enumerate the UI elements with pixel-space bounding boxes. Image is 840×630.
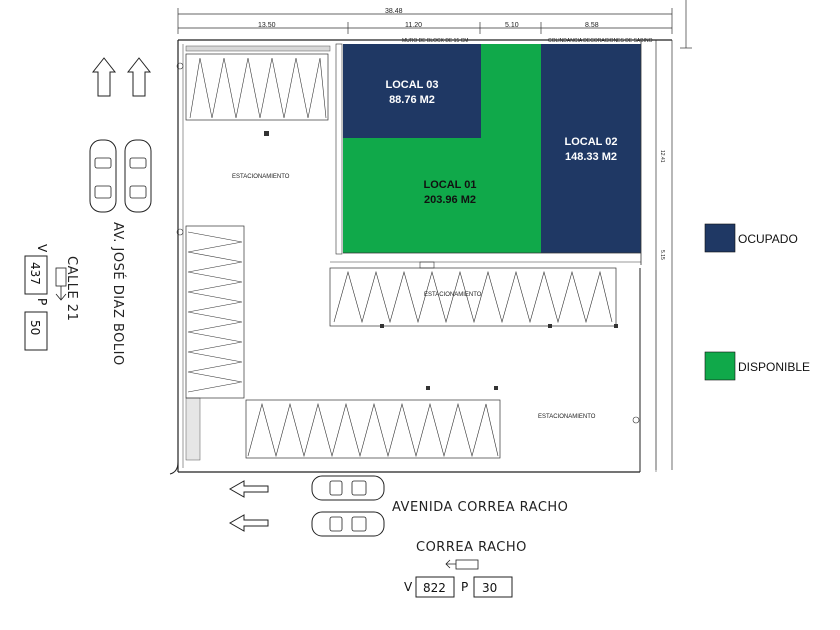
side-p-label: P [35,298,49,305]
side-street: AV. JOSÉ DIAZ BOLIO CALLE 21 V 437 P 50 [24,57,152,366]
local-02-name: LOCAL 02 [565,136,618,148]
local-01-area-label: 203.96 M2 [424,194,476,206]
side-street-name: CALLE 21 [64,256,79,321]
legend: OCUPADO DISPONIBLE [704,223,810,381]
side-v-label: V [35,244,49,253]
local-03-area-label: 88.76 M2 [389,94,435,106]
legend-label-ocupado: OCUPADO [738,232,798,246]
parking-bottom: ESTACIONAMIENTO [245,399,596,459]
dimension-seg2: 11.20 [405,22,422,29]
street-sign-icon [445,559,479,570]
dimension-seg1: 13.50 [258,22,276,29]
bottom-p-value: 30 [482,581,497,595]
side-avenue-name: AV. JOSÉ DIAZ BOLIO [110,222,126,366]
local-03-area[interactable] [343,44,481,138]
dimension-seg4: 8.58 [585,22,599,29]
bottom-v-label: V [404,580,413,594]
top-dimensions: 38.48 13.50 11.20 5.10 8.58 MURO DE BLOC… [177,8,673,44]
right-dimensions: 12.41 5.15 [655,0,692,470]
dimension-seg3: 5.10 [505,22,519,29]
local-02-area[interactable] [541,44,641,253]
bottom-avenue-name: AVENIDA CORREA RACHO [392,500,568,515]
local-01-name: LOCAL 01 [424,179,477,191]
parking-top: ESTACIONAMIENTO [185,53,329,180]
site-outline [169,39,672,475]
bottom-p-box [473,576,513,598]
bottom-v-value: 822 [423,581,446,595]
bottom-p-label: P [461,580,468,594]
parking-left [185,225,245,399]
parking-label-middle: ESTACIONAMIENTO [424,292,482,298]
bottom-street-name: CORREA RACHO [416,540,527,555]
car-icon [124,139,152,213]
car-icon [311,511,385,537]
wall-note: MURO DE BLOCK DE 15 CM [402,38,468,44]
side-p-box [24,311,48,351]
car-icon [311,475,385,501]
arrow-left-icon [228,514,269,532]
local-02-area-label: 148.33 M2 [565,151,617,163]
building-units: LOCAL 03 88.76 M2 LOCAL 02 148.33 M2 LOC… [330,40,642,265]
parking-label-top: ESTACIONAMIENTO [232,174,290,180]
car-icon [89,139,117,213]
legend-label-disponible: DISPONIBLE [738,360,810,374]
arrow-up-icon [126,57,152,97]
arrow-left-icon [228,480,269,498]
side-p-value: 50 [28,320,42,335]
side-v-value: 437 [28,262,42,285]
parking-middle: ESTACIONAMIENTO [329,267,617,327]
street-sign-icon [55,267,67,301]
arrow-up-icon [91,57,117,97]
neighbor-note: COLINDANCIA DECORACIONES DE SABINO [548,38,653,44]
dimension-right-b: 5.15 [659,250,665,260]
local-03-name: LOCAL 03 [386,79,439,91]
parking-label-bottom: ESTACIONAMIENTO [538,414,596,420]
side-v-box [24,255,48,295]
total-dimension: 38.48 [385,8,403,15]
legend-swatch-disponible [704,351,736,381]
dimension-right-a: 12.41 [659,150,665,163]
local-01-area[interactable] [343,44,541,253]
bottom-street: AVENIDA CORREA RACHO CORREA RACHO V 822 … [228,475,568,598]
bottom-v-box [415,576,455,598]
legend-swatch-ocupado [704,223,736,253]
site-marks [176,62,640,424]
